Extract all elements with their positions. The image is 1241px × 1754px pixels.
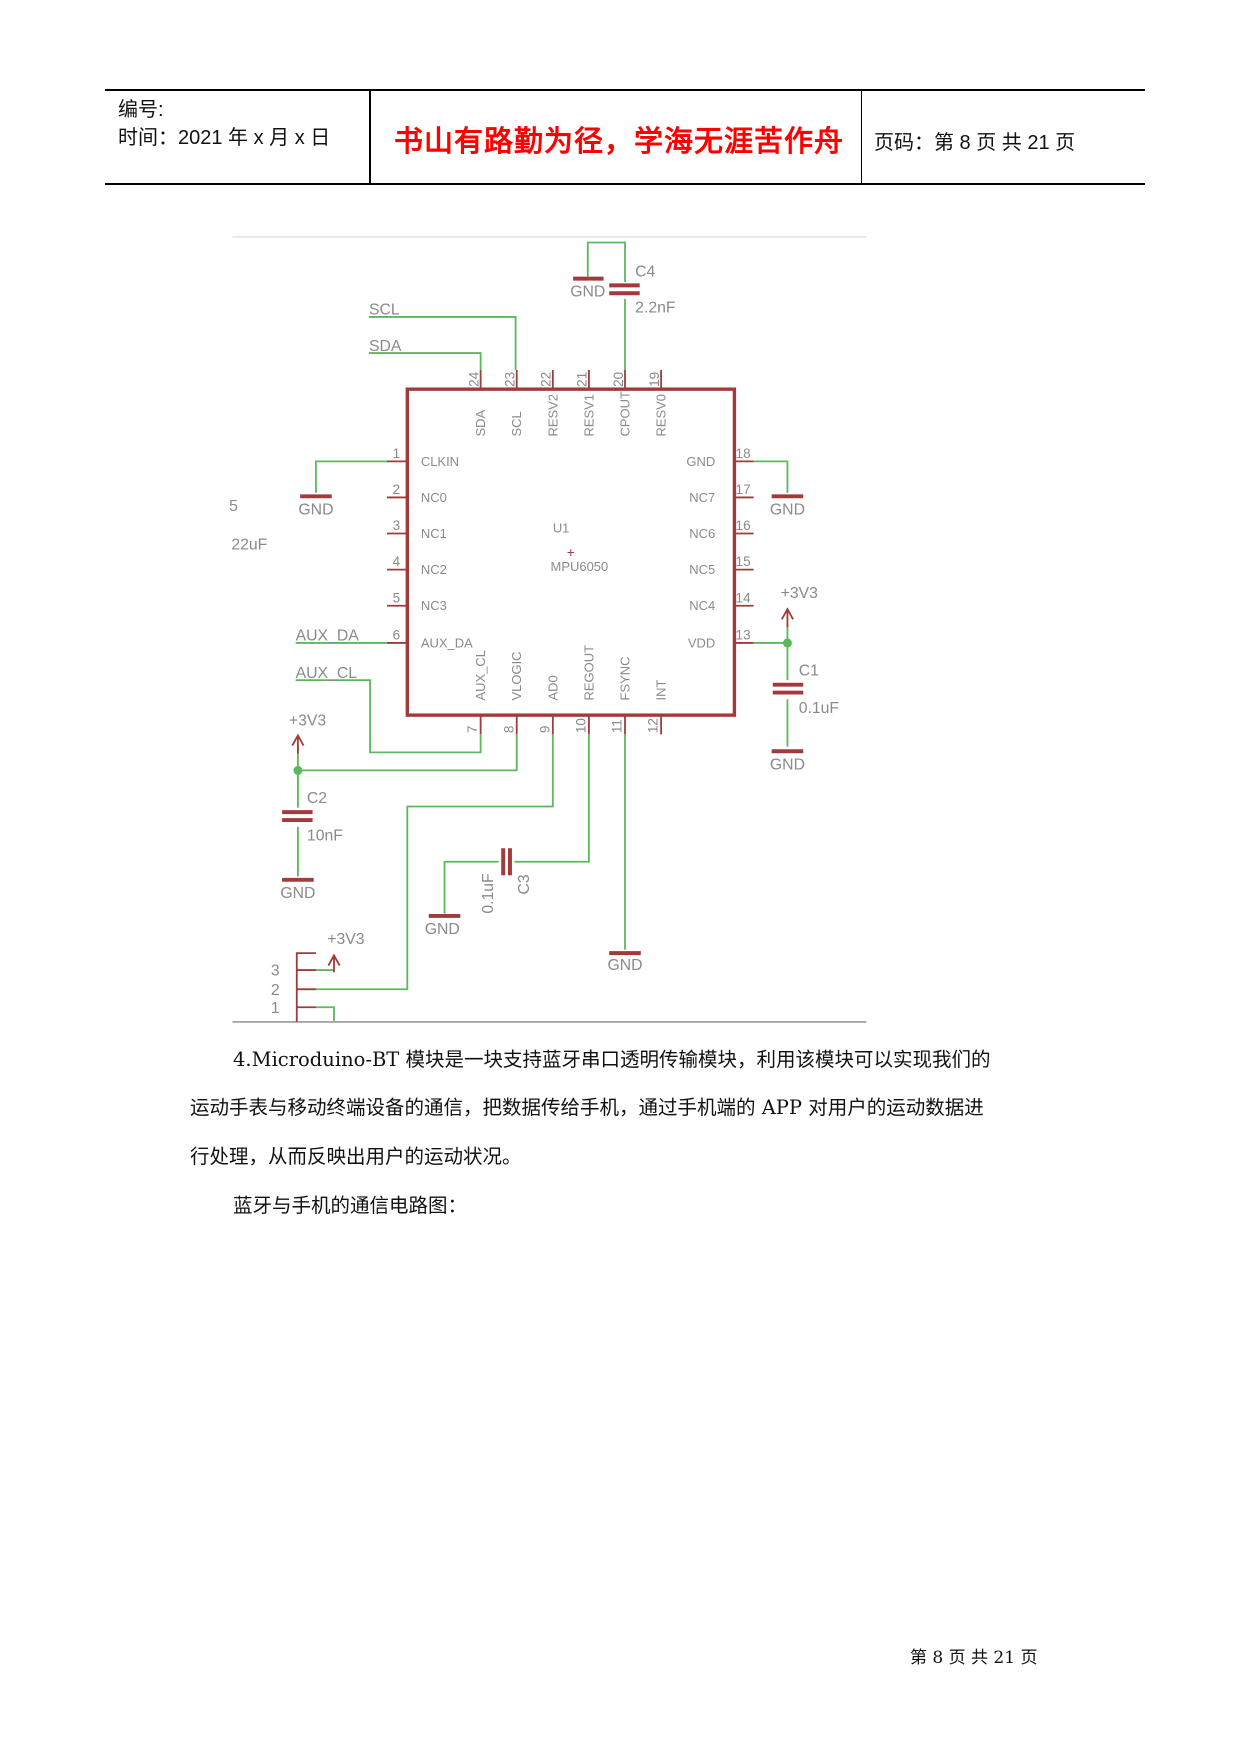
pin-number: 15 xyxy=(736,554,751,569)
pin-name: NC0 xyxy=(421,490,447,505)
pin-name: AUX_CL xyxy=(473,650,488,700)
net-label-aux-da: AUX_DA xyxy=(296,628,360,645)
chip-name: MPU6050 xyxy=(551,559,609,574)
pin-name: GND xyxy=(686,454,715,469)
pin-name: INT xyxy=(654,680,669,701)
net-label-scl: SCL xyxy=(369,302,400,319)
pin-name: NC3 xyxy=(421,598,447,613)
net-label-sda: SDA xyxy=(369,338,402,355)
cut-off-value: 22uF xyxy=(231,536,267,553)
paragraph-line: 行处理，从而反映出用户的运动状况。 xyxy=(190,1145,522,1168)
pin-name: FSYNC xyxy=(618,657,633,701)
pin-name: NC4 xyxy=(689,598,715,613)
paragraph-line: 4.Microduino-BT 模块是一块支持蓝牙串口透明传输模块，利用该模块可… xyxy=(233,1048,991,1071)
ground-symbols xyxy=(282,276,804,956)
pin-number: 17 xyxy=(736,482,751,497)
pin-name: CPOUT xyxy=(618,391,633,436)
cut-off-ref: 5 xyxy=(229,498,238,515)
pin-name: REGOUT xyxy=(581,645,596,701)
pin-number: 9 xyxy=(537,726,552,734)
pin-name: VLOGIC xyxy=(509,651,524,700)
pin-number: 18 xyxy=(736,446,751,461)
c2-ref: C2 xyxy=(307,790,327,807)
gnd-label: GND xyxy=(570,284,605,301)
supply-arrows xyxy=(291,607,794,973)
pin-number: 19 xyxy=(647,372,662,387)
pin-name: NC7 xyxy=(689,490,715,505)
page-footer: 第 8 页 共 21 页 xyxy=(910,1648,1038,1668)
pin-number: 8 xyxy=(501,726,516,734)
pin-name: NC5 xyxy=(689,562,715,577)
pin-number: 11 xyxy=(610,719,625,733)
pin-name: RESV2 xyxy=(545,394,560,437)
net-label-aux-cl: AUX_CL xyxy=(296,665,358,682)
pin-number: 12 xyxy=(646,718,661,733)
pin-number: 7 xyxy=(465,726,480,734)
c4-value: 2.2nF xyxy=(635,299,676,316)
chip-body xyxy=(405,387,737,717)
pin-number: 22 xyxy=(539,372,554,387)
pin-number: 1 xyxy=(393,446,401,461)
capacitor-plates xyxy=(282,283,804,876)
section-caption: 蓝牙与手机的通信电路图： xyxy=(233,1194,468,1217)
gnd-label: GND xyxy=(425,921,460,938)
c4-ref: C4 xyxy=(635,263,655,280)
chip-ref: U1 xyxy=(553,520,570,535)
c2-value: 10nF xyxy=(307,827,343,844)
header-top-border xyxy=(105,89,1145,91)
gnd-label: GND xyxy=(298,501,333,518)
pin-name: VDD xyxy=(688,635,715,650)
pin-name: SDA xyxy=(473,410,488,437)
c3-ref: C3 xyxy=(516,874,533,894)
pin-name: RESV1 xyxy=(581,394,596,437)
connector-pin-number: 1 xyxy=(271,1000,280,1017)
pin-name: SCL xyxy=(509,411,524,436)
gnd-label: GND xyxy=(280,885,315,902)
doc-date: 时间：2021 年 x 月 x 日 xyxy=(118,127,331,149)
pin-name: AD0 xyxy=(545,675,560,700)
pin-number: 24 xyxy=(466,371,481,387)
gnd-label: GND xyxy=(770,756,805,773)
pin-number: 6 xyxy=(393,628,401,643)
pin-number: 16 xyxy=(736,518,751,533)
vcc-label: +3V3 xyxy=(327,931,365,948)
vcc-label: +3V3 xyxy=(289,712,327,729)
paragraph-line: 运动手表与移动终端设备的通信，把数据传给手机，通过手机端的 APP 对用户的运动… xyxy=(190,1096,984,1119)
c1-ref: C1 xyxy=(799,663,819,680)
pin-number: 14 xyxy=(736,590,752,605)
gnd-label: GND xyxy=(607,957,642,974)
header-motto: 书山有路勤为径，学海无涯苦作舟 xyxy=(394,124,845,158)
connector-pin-number: 3 xyxy=(271,963,280,980)
pin-number: 4 xyxy=(393,554,401,569)
header-divider xyxy=(369,89,371,185)
gnd-label: GND xyxy=(770,501,805,518)
pin-name: NC6 xyxy=(689,526,715,541)
connector-pin-number: 2 xyxy=(271,982,280,999)
pin-name: RESV0 xyxy=(654,394,669,437)
pin-name: CLKIN xyxy=(421,454,459,469)
pin-number: 20 xyxy=(611,372,626,387)
header-bottom-border xyxy=(105,183,1145,185)
doc-number-label: 编号: xyxy=(118,99,164,121)
page-info: 页码：第 8 页 共 21 页 xyxy=(874,132,1076,154)
pin-number: 2 xyxy=(393,482,401,497)
pin-number: 23 xyxy=(502,372,517,387)
header-divider xyxy=(861,89,862,185)
vcc-label: +3V3 xyxy=(781,585,819,602)
pin-number: 10 xyxy=(574,718,589,733)
c3-value: 0.1uF xyxy=(480,873,497,914)
pin-name: NC1 xyxy=(421,526,447,541)
pin-name: AUX_DA xyxy=(421,635,473,650)
pin-number: 3 xyxy=(393,518,401,533)
header-connector xyxy=(295,952,316,1022)
chip-origin-mark: + xyxy=(567,545,575,560)
pin-number: 13 xyxy=(736,628,751,643)
pin-number: 5 xyxy=(393,590,401,605)
pin-name: NC2 xyxy=(421,562,447,577)
pin-number: 21 xyxy=(575,372,590,387)
wires xyxy=(293,241,792,1021)
c1-value: 0.1uF xyxy=(799,700,840,717)
